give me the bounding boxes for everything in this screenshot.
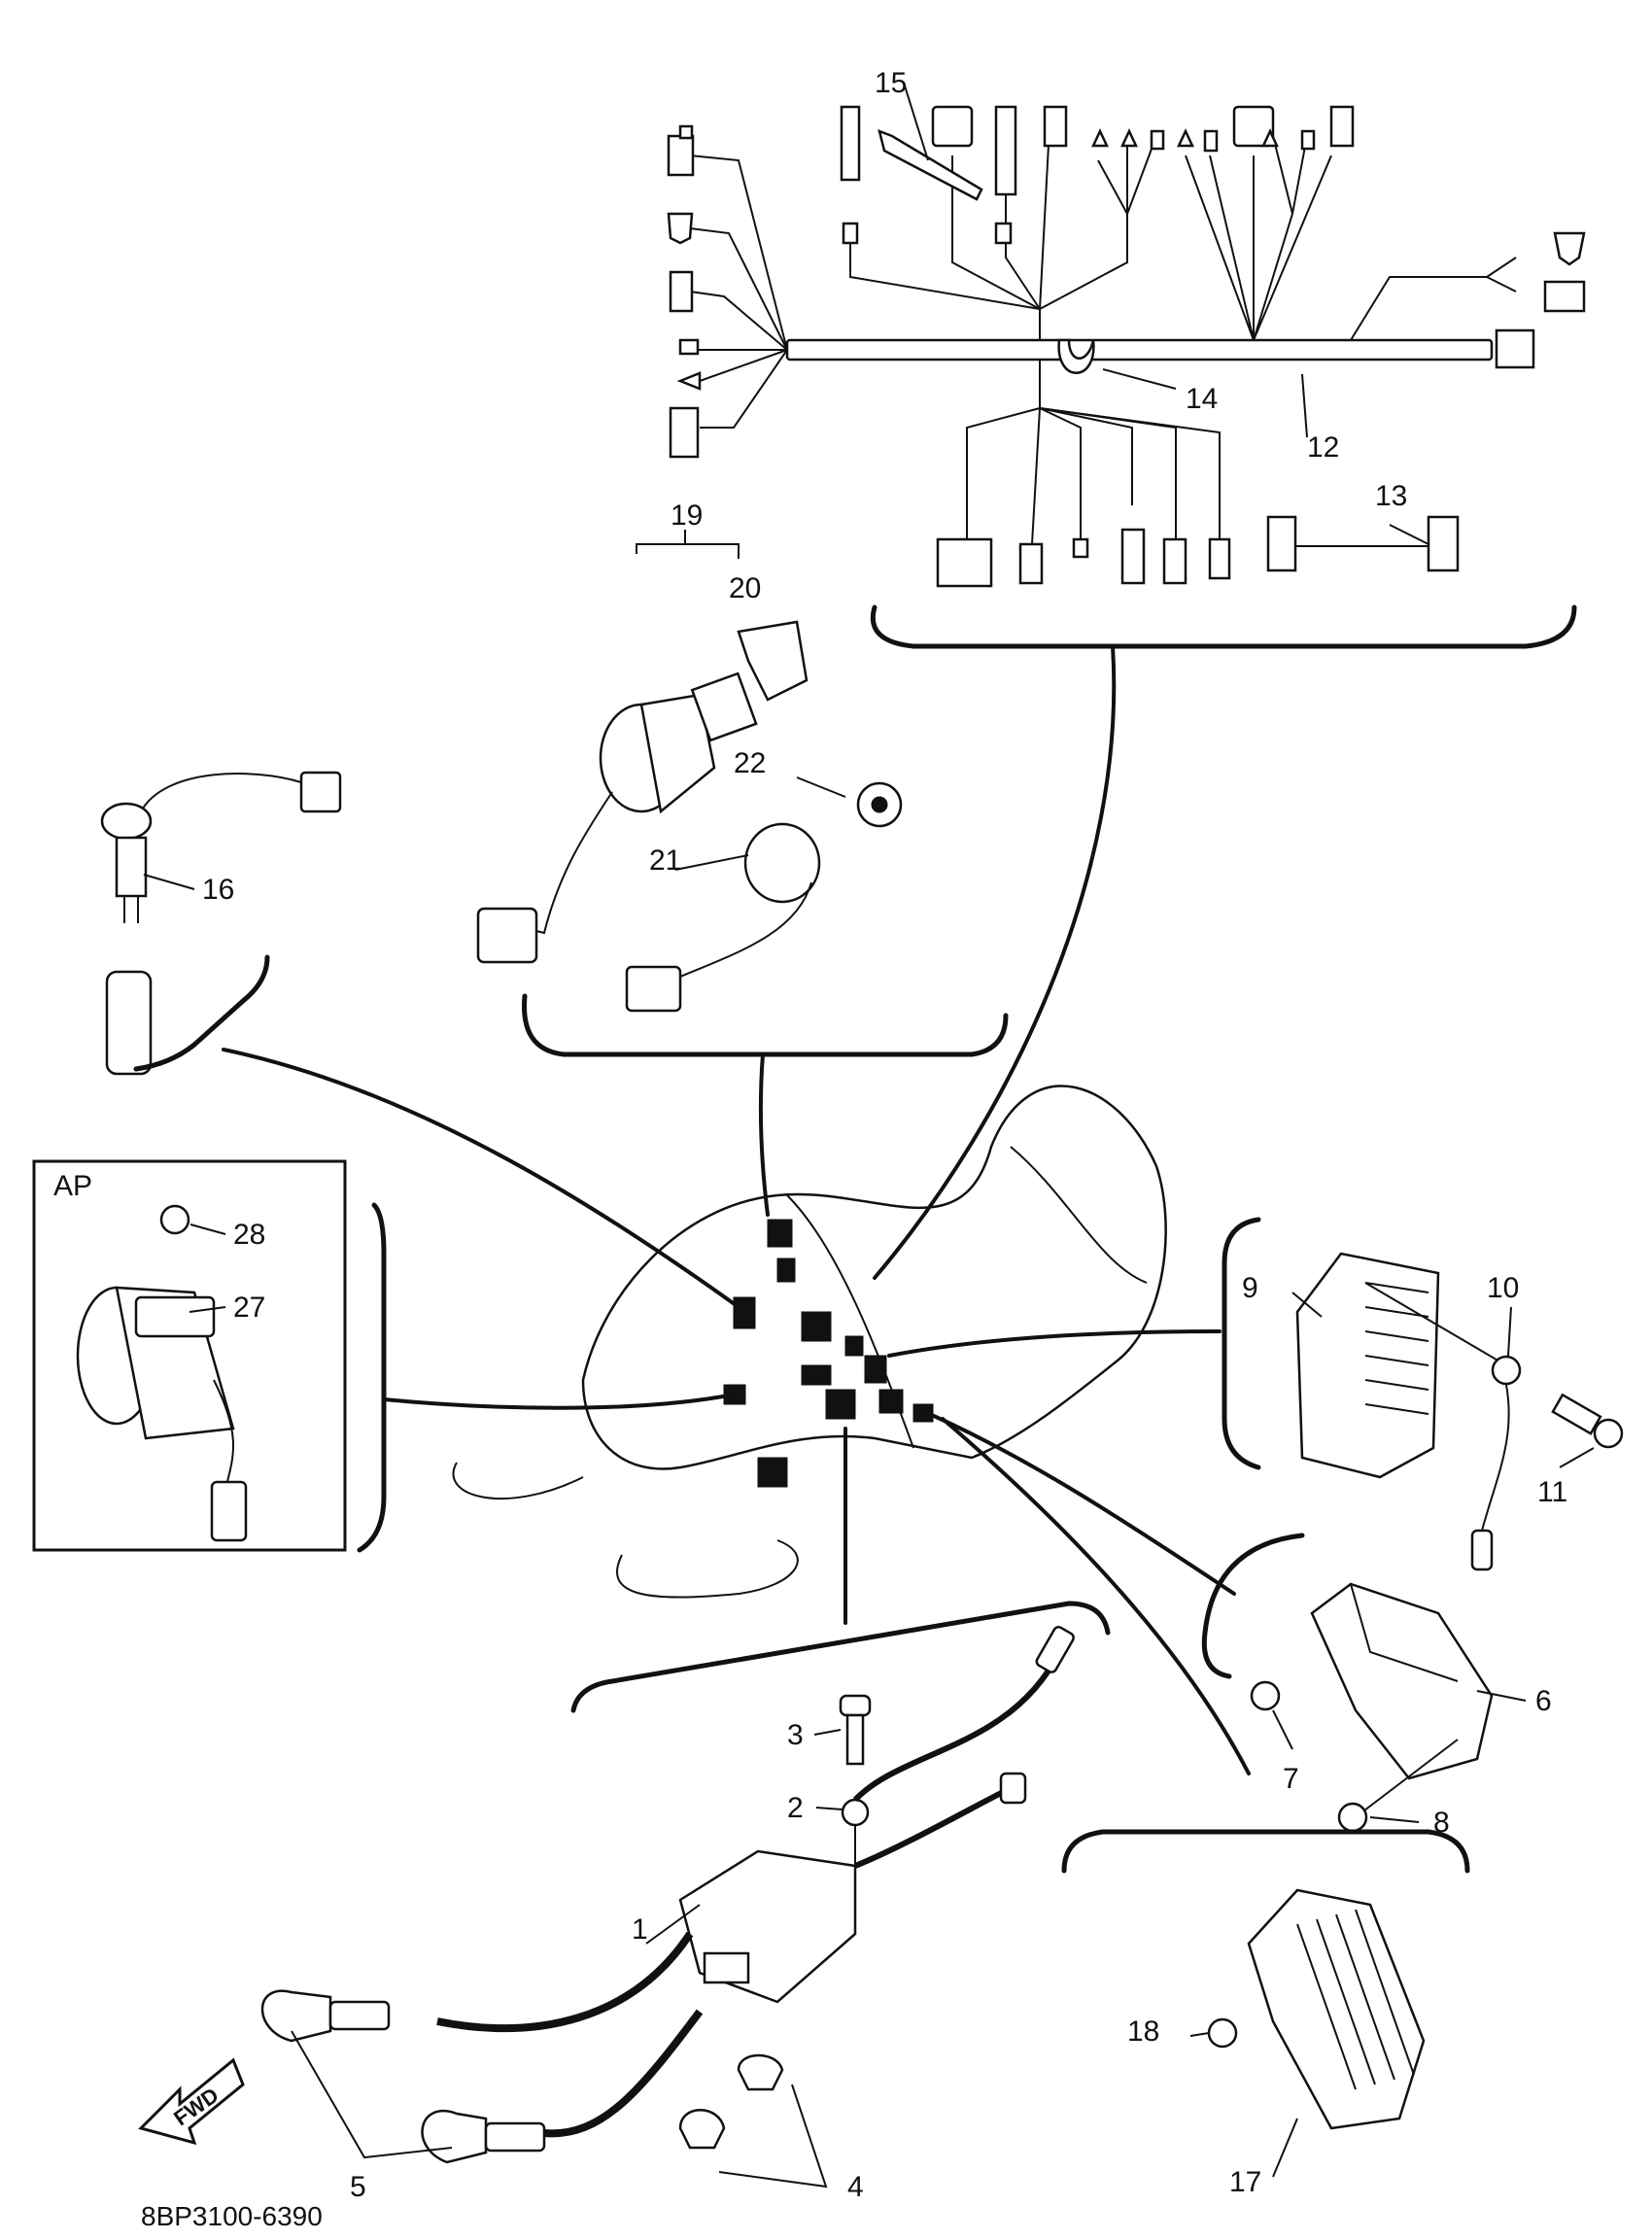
body-components — [723, 1219, 934, 1488]
callout-13: 13 — [1375, 480, 1407, 512]
regulator-group — [1222, 1217, 1624, 1571]
callout-6: 6 — [1535, 1685, 1552, 1717]
harness-right-connectors — [1495, 231, 1586, 369]
harness-clamp — [1057, 338, 1095, 374]
callout-17: 17 — [1229, 2166, 1261, 2198]
callout-14: 14 — [1186, 383, 1218, 415]
snowmobile-outline — [452, 1085, 1167, 1599]
callout-10: 10 — [1487, 1272, 1519, 1304]
harness-left-branches — [689, 125, 1517, 545]
callout-4: 4 — [847, 2171, 864, 2203]
callout-16: 16 — [202, 874, 234, 906]
callout-7: 7 — [1283, 1763, 1299, 1795]
harness-bottom-connectors — [936, 528, 1231, 588]
rectifier-group — [1061, 1829, 1470, 2130]
callout-2: 2 — [787, 1792, 804, 1824]
sub-harness — [1266, 515, 1460, 572]
callout-18: 18 — [1127, 2016, 1159, 2048]
cable-tie — [878, 128, 983, 201]
callout-9: 9 — [1242, 1272, 1258, 1304]
callout-5: 5 — [350, 2171, 366, 2203]
callout-27: 27 — [233, 1292, 265, 1324]
sensor-group — [100, 771, 342, 1076]
ignition-coil-group — [260, 1601, 1111, 2164]
callout-22: 22 — [734, 747, 766, 779]
regulator-fins — [1364, 1282, 1429, 1415]
callout-28: 28 — [233, 1219, 265, 1251]
harness-top-connectors — [840, 105, 1355, 245]
rectifier-fins — [1296, 1909, 1415, 2090]
harness-trunk — [785, 338, 1494, 362]
harness-left-connectors — [667, 124, 702, 459]
callout-11: 11 — [1537, 1476, 1567, 1508]
callout-12: 12 — [1307, 431, 1339, 464]
callout-leaders — [143, 82, 1595, 2188]
callout-19: 19 — [671, 500, 703, 532]
callout-15: 15 — [875, 67, 907, 99]
leader-lines — [222, 644, 1251, 1775]
ap-box — [32, 1159, 387, 1553]
callout-1: 1 — [632, 1913, 648, 1946]
fwd-arrow — [138, 2057, 245, 2146]
main-switch-group — [476, 530, 1009, 1057]
cdi-group — [1201, 1533, 1494, 1833]
callout-20: 20 — [729, 572, 761, 604]
callout-labels: 15 14 12 13 19 20 22 21 16 AP 28 27 9 10… — [53, 67, 1567, 2203]
wire-harness-group — [667, 105, 1586, 649]
ap-label: AP — [53, 1170, 92, 1202]
callout-21: 21 — [649, 844, 681, 877]
callout-8: 8 — [1433, 1807, 1450, 1839]
catalog-code: 8BP3100-6390 — [141, 2201, 323, 2231]
callout-3: 3 — [787, 1719, 804, 1751]
